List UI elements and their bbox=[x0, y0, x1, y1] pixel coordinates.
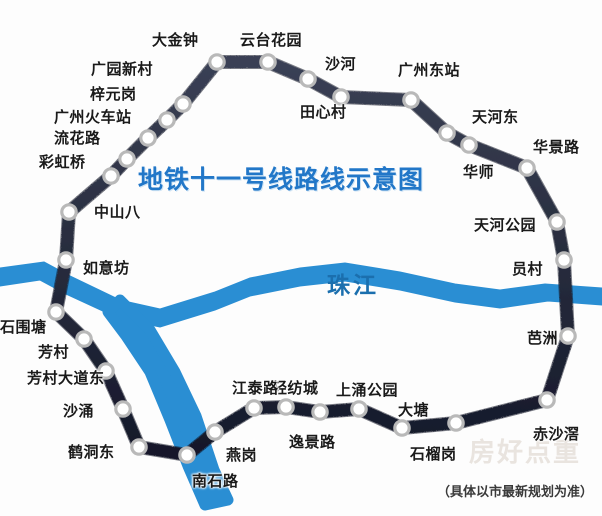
station-label: 石围塘 bbox=[0, 318, 47, 336]
station-marker[interactable] bbox=[548, 213, 566, 231]
station-label: 天河东 bbox=[472, 108, 519, 126]
station-label: 沙河 bbox=[325, 55, 357, 73]
station-label: 彩虹桥 bbox=[39, 153, 86, 171]
station-marker[interactable] bbox=[245, 399, 263, 417]
station-label: 江泰路 bbox=[232, 379, 279, 397]
station-marker[interactable] bbox=[57, 251, 75, 269]
station-label: 鹤洞东 bbox=[68, 443, 115, 461]
station-label: 上涌公园 bbox=[336, 381, 399, 399]
station-marker[interactable] bbox=[518, 159, 536, 177]
station-marker[interactable] bbox=[559, 327, 577, 345]
station-marker[interactable] bbox=[311, 403, 329, 421]
station-marker[interactable] bbox=[555, 251, 573, 269]
station-marker[interactable] bbox=[114, 400, 132, 418]
station-label: 沙涌 bbox=[63, 402, 95, 420]
station-marker[interactable] bbox=[277, 398, 295, 416]
station-label: 石榴岗 bbox=[410, 445, 457, 463]
station-label: 如意坊 bbox=[83, 259, 130, 277]
station-marker[interactable] bbox=[118, 150, 136, 168]
station-label: 梓元岗 bbox=[90, 85, 137, 103]
station-label: 芳村 bbox=[38, 343, 70, 361]
station-marker[interactable] bbox=[178, 446, 196, 464]
station-label: 员村 bbox=[512, 260, 544, 278]
station-marker[interactable] bbox=[97, 362, 115, 380]
station-marker[interactable] bbox=[350, 400, 368, 418]
station-marker[interactable] bbox=[158, 111, 176, 129]
station-label: 田心村 bbox=[300, 103, 347, 121]
station-label: 广园新村 bbox=[91, 60, 154, 78]
station-marker[interactable] bbox=[208, 53, 226, 71]
station-marker[interactable] bbox=[75, 330, 93, 348]
station-label: 南石路 bbox=[192, 472, 239, 490]
station-marker[interactable] bbox=[438, 124, 456, 142]
river-label: 珠江 bbox=[327, 273, 379, 299]
station-label: 逸景路 bbox=[289, 433, 336, 451]
station-marker[interactable] bbox=[460, 136, 478, 154]
station-label: 大金钟 bbox=[152, 31, 199, 49]
station-marker[interactable] bbox=[60, 203, 78, 221]
station-label: 大塘 bbox=[398, 401, 430, 419]
station-label: 华景路 bbox=[533, 138, 580, 156]
station-marker[interactable] bbox=[538, 391, 556, 409]
page-title: 地铁十一号线路线示意图 bbox=[138, 165, 425, 194]
station-marker[interactable] bbox=[332, 88, 350, 106]
station-label: 华师 bbox=[463, 163, 495, 181]
station-marker[interactable] bbox=[47, 303, 65, 321]
station-label: 芭洲 bbox=[527, 329, 559, 347]
station-label: 广州火车站 bbox=[54, 108, 132, 126]
station-label: 流花路 bbox=[54, 129, 101, 147]
station-label: 广州东站 bbox=[398, 61, 461, 79]
station-label: 芳村大道东 bbox=[27, 369, 105, 387]
station-label: 赤沙滘 bbox=[533, 425, 580, 443]
station-marker[interactable] bbox=[447, 414, 465, 432]
station-marker[interactable] bbox=[174, 95, 192, 113]
station-marker[interactable] bbox=[130, 438, 148, 456]
station-marker[interactable] bbox=[393, 419, 411, 437]
station-marker[interactable] bbox=[102, 167, 120, 185]
station-marker[interactable] bbox=[402, 91, 420, 109]
station-marker[interactable] bbox=[299, 70, 317, 88]
station-label: 轻纺城 bbox=[272, 379, 319, 397]
station-label: 天河公园 bbox=[474, 216, 537, 234]
station-marker[interactable] bbox=[206, 423, 224, 441]
station-marker[interactable] bbox=[139, 129, 157, 147]
station-label: 云台花园 bbox=[240, 31, 303, 49]
footnote-disclaimer: （具体以市最新规划为准） bbox=[437, 485, 594, 500]
station-marker[interactable] bbox=[259, 53, 277, 71]
station-label: 中山八 bbox=[94, 203, 141, 221]
station-markers bbox=[47, 53, 577, 464]
station-label: 燕岗 bbox=[226, 446, 258, 464]
